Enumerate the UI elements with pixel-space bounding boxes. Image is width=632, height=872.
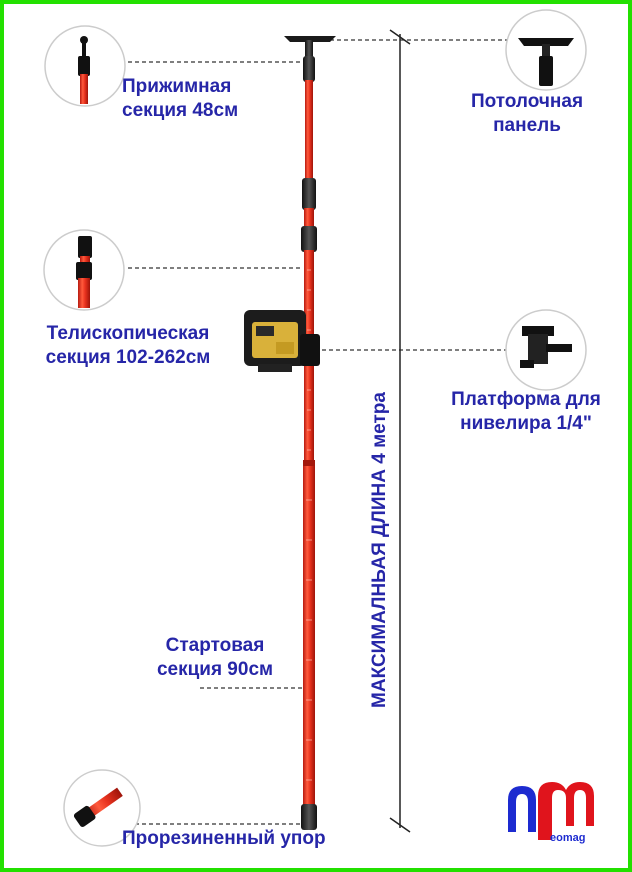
label-start-line1: Стартовая (165, 635, 265, 656)
thumb-rubber (63, 769, 141, 847)
pole-joint (303, 460, 315, 468)
label-platform-line1: Платформа для (451, 389, 601, 410)
thumb-ceiling (505, 9, 587, 91)
ceiling-plate (284, 36, 336, 82)
label-ceiling-line1: Потолочная (470, 91, 584, 112)
label-telescopic-line1: Телископическая (46, 323, 210, 344)
label-max-length-text: МАКСИМАЛНЬАЯ ДЛИНА 4 метра (369, 392, 390, 708)
label-telescopic-section: Телископическая секция 102-262см (28, 322, 228, 370)
leader-lines (128, 39, 512, 825)
label-clamp-line1: Прижимная (122, 76, 232, 97)
thumb-platform (505, 309, 587, 391)
pole-section-2 (304, 208, 314, 228)
thumbnails (43, 9, 587, 847)
label-start-line2: секция 90см (156, 659, 274, 680)
label-ceiling-panel: Потолочная панель (452, 90, 602, 138)
label-level-platform: Платформа для нивелира 1/4" (440, 388, 612, 436)
dimension-line (389, 29, 411, 833)
label-start-section: Стартовая секция 90см (140, 634, 290, 682)
brand-logo (508, 782, 594, 840)
logo-text: eomag (550, 832, 586, 844)
pole-top-section (305, 80, 313, 180)
label-platform-line2: нивелира 1/4" (460, 413, 592, 434)
pole-collar-1 (302, 178, 316, 210)
pole-rubber-foot (301, 804, 317, 830)
laser-level (244, 310, 320, 372)
label-telescopic-line2: секция 102-262см (45, 347, 211, 368)
label-ceiling-line2: панель (493, 115, 561, 136)
label-clamp-section: Прижимная секция 48см (122, 75, 238, 123)
thumb-clamp (44, 25, 126, 107)
pole-collar-2 (301, 226, 317, 252)
label-rubber-stop: Прорезиненный упор (122, 828, 326, 849)
pole-scale (306, 269, 312, 781)
label-clamp-line2: секция 48см (122, 100, 239, 121)
pole-start-section (303, 466, 315, 806)
thumb-telescopic (43, 229, 125, 311)
